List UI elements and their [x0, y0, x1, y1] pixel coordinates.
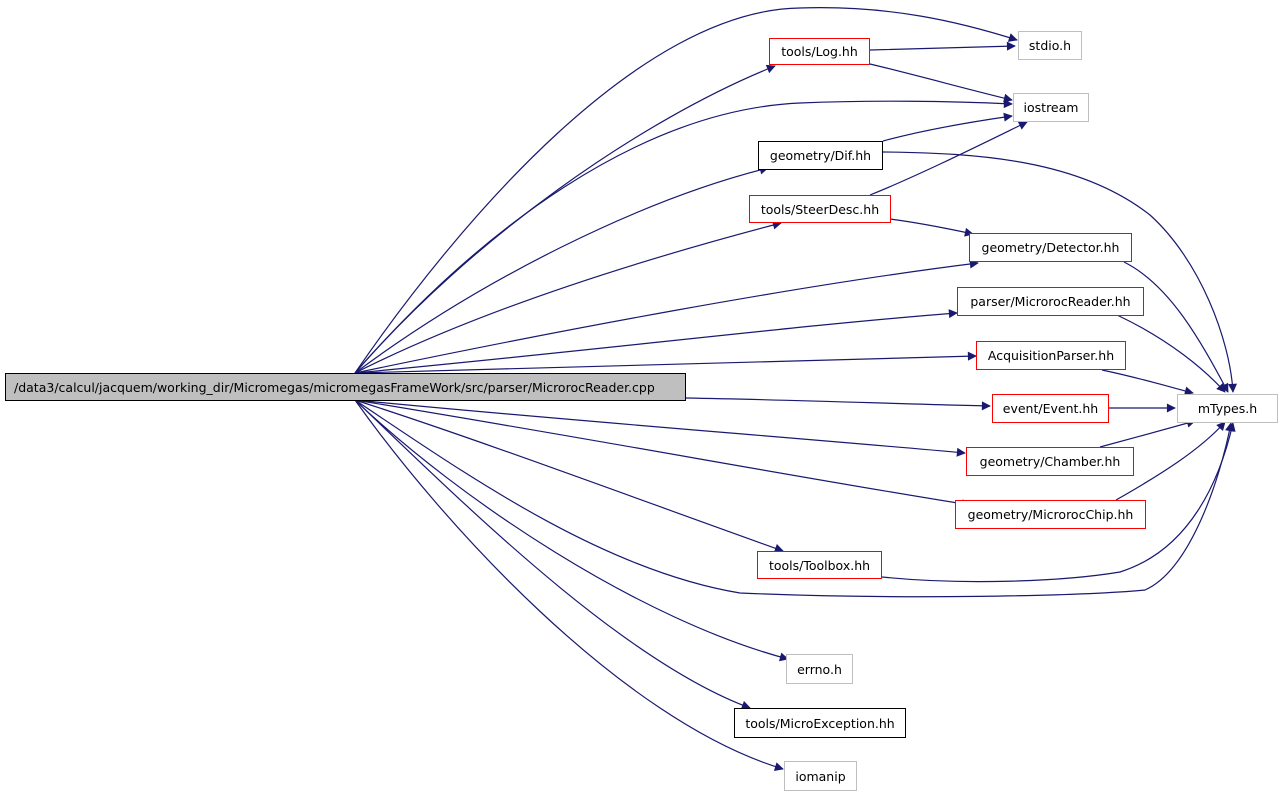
acqparser-node[interactable]: AcquisitionParser.hh [976, 341, 1126, 370]
edge-chamber-to-mtypes [1099, 418, 1196, 448]
steerdesc-node[interactable]: tools/SteerDesc.hh [749, 195, 891, 223]
edge-log-to-stdio [869, 41, 1016, 51]
microexception-node[interactable]: tools/MicroException.hh [734, 708, 906, 738]
edge-toolbox-to-mtypes [881, 422, 1236, 583]
errno-node: errno.h [786, 654, 853, 684]
dif-node[interactable]: geometry/Dif.hh [758, 141, 883, 170]
edge-root-to-detector [354, 259, 979, 374]
edge-root-to-microexception [354, 399, 751, 710]
chamber-node[interactable]: geometry/Chamber.hh [966, 447, 1134, 476]
edge-log-to-iostream [869, 63, 1013, 103]
detector-node[interactable]: geometry/Detector.hh [969, 233, 1132, 262]
edge-root-to-iostream [354, 99, 1013, 374]
edge-microrocchip-to-mtypes [1115, 421, 1226, 501]
edge-steerdesc-to-iostream [869, 121, 1028, 196]
edge-root-to-steerdesc [354, 220, 782, 374]
iostream-node: iostream [1013, 93, 1089, 122]
microrocchip-node[interactable]: geometry/MicrorocChip.hh [955, 500, 1146, 529]
root-file-node: /data3/calcul/jacquem/working_dir/Microm… [5, 373, 686, 401]
edge-root-to-iomanip [354, 399, 784, 771]
edge-acqparser-to-mtypes [1101, 369, 1194, 396]
edge-dif-to-iostream [882, 112, 1013, 142]
edge-root-to-toolbox [354, 399, 784, 553]
edge-root-to-log [354, 64, 776, 374]
microrocreader-node[interactable]: parser/MicrorocReader.hh [957, 287, 1144, 316]
edge-dif-to-mtypes [882, 151, 1238, 393]
event-node[interactable]: event/Event.hh [992, 394, 1109, 423]
stdio-node: stdio.h [1018, 31, 1082, 60]
iomanip-node: iomanip [784, 761, 857, 791]
edge-root-to-dif [354, 165, 769, 374]
edge-microrocreader-to-mtypes [1116, 314, 1226, 393]
edge-root-to-microrocreader [354, 309, 958, 374]
edge-root-to-errno [354, 399, 789, 662]
edge-root-to-chamber [354, 399, 966, 457]
edge-root-to-event [685, 397, 991, 411]
edge-steerdesc-to-detector [889, 218, 974, 237]
toolbox-node[interactable]: tools/Toolbox.hh [757, 551, 882, 579]
edge-root-to-microrocchip [354, 399, 971, 509]
mtypes-node: mTypes.h [1177, 394, 1278, 423]
edge-root-to-mtypes-direct [354, 399, 1234, 598]
edge-root-to-stdio [354, 7, 1018, 374]
log-node[interactable]: tools/Log.hh [769, 38, 870, 65]
edge-detector-to-mtypes [1123, 261, 1229, 393]
